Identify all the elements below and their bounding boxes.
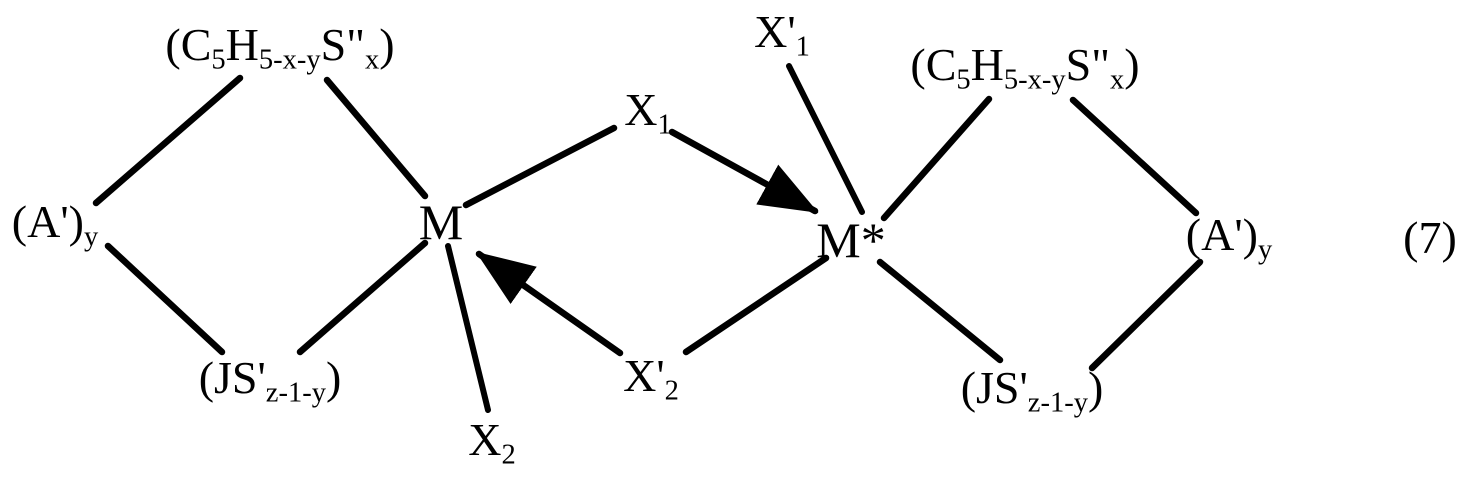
js-ligand-close-paren: ): [1087, 362, 1104, 413]
bond-js-right-to-a-right: [1088, 258, 1204, 372]
js-ligand-subscript: z-1-y: [1027, 387, 1088, 419]
js-ligand-base: (JS': [198, 352, 266, 403]
js-ligand-subscript: z-1-y: [265, 377, 326, 409]
cp-subscript-5-x-y: 5-x-y: [1003, 64, 1066, 96]
cp-s-doubleprime: S": [320, 19, 366, 70]
x1-subscript: 1: [657, 109, 672, 141]
bridging-ligand-x1: X1: [624, 84, 672, 140]
x1prime-subscript: 1: [795, 31, 810, 63]
cp-s-doubleprime: S": [1065, 39, 1111, 90]
bond-a-left-to-js-left: [104, 242, 226, 356]
cp-close-paren: ): [379, 19, 395, 70]
metal-center-m-star: M*: [816, 212, 886, 268]
a-ligand-base: (A'): [11, 196, 84, 247]
bond-cp-right-to-mstar: [880, 95, 993, 222]
bond-mstar-to-js-right: [876, 258, 1004, 364]
x1-base: X: [624, 84, 658, 135]
a-ligand-base: (A'): [1185, 209, 1258, 260]
dative-x1-to-mstar: [668, 128, 819, 215]
x1prime-base: X': [754, 6, 796, 57]
bond-x2prime-to-mstar: [682, 254, 830, 356]
js-ligand-base: (JS': [960, 362, 1028, 413]
js-ligand-left: (JS'z-1-y): [198, 352, 342, 408]
cp-ligand-right: (C5H5-x-yS"x): [910, 39, 1140, 95]
metal-center-m: M: [418, 194, 464, 250]
cp-hydrogen: H: [970, 39, 1004, 90]
cp-subscript-5: 5: [956, 64, 971, 96]
cp-open-paren-c: (C: [165, 19, 212, 70]
a-ligand-left: (A')y: [11, 196, 98, 252]
cp-open-paren-c: (C: [910, 39, 957, 90]
cp-ligand-left: (C5H5-x-yS"x): [165, 19, 395, 75]
cp-subscript-5-x-y: 5-x-y: [258, 44, 321, 76]
a-ligand-subscript-y: y: [1257, 234, 1273, 266]
bond-cp-left-to-a-left: [92, 74, 244, 207]
dative-x2prime-to-m: [475, 250, 624, 357]
bond-m-to-x2: [445, 243, 491, 413]
x2prime-subscript: 2: [664, 375, 679, 407]
bond-x1prime-to-mstar: [786, 63, 865, 215]
js-ligand-close-paren: ): [325, 352, 342, 403]
x2prime-base: X': [623, 350, 665, 401]
x2-base: X: [468, 414, 502, 465]
cp-subscript-x: x: [1110, 64, 1125, 96]
equation-number: (7): [1403, 212, 1457, 263]
a-ligand-right: (A')y: [1185, 209, 1272, 265]
x2-subscript: 2: [501, 439, 516, 471]
bond-m-to-x1: [462, 124, 618, 209]
cp-close-paren: ): [1124, 39, 1140, 90]
a-ligand-subscript-y: y: [83, 221, 99, 253]
ligand-x2: X2: [468, 414, 516, 470]
cp-subscript-5: 5: [211, 44, 226, 76]
bond-js-left-to-m: [296, 239, 429, 356]
bond-cp-left-to-m: [323, 76, 429, 200]
bond-cp-right-to-a-right: [1069, 96, 1200, 217]
ligand-x1-prime: X'1: [754, 6, 810, 62]
cp-hydrogen: H: [225, 19, 259, 70]
js-ligand-right: (JS'z-1-y): [960, 362, 1104, 418]
bridging-ligand-x2-prime: X'2: [623, 350, 679, 406]
cp-subscript-x: x: [365, 44, 380, 76]
